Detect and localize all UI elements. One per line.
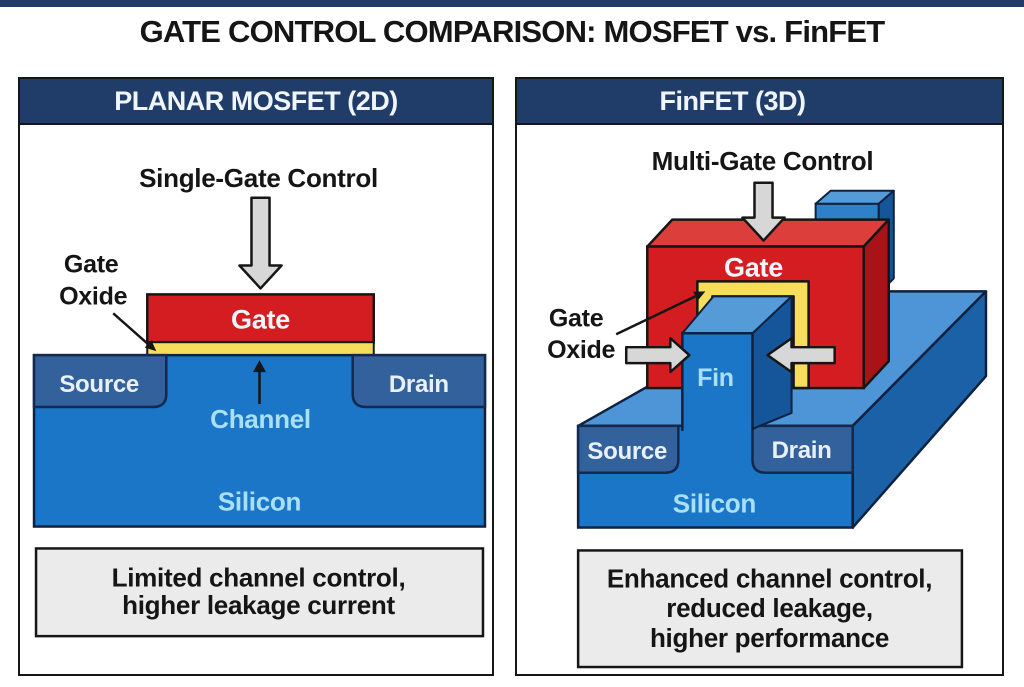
drain-label: Drain — [389, 371, 449, 398]
gate-oxide-label-line2: Oxide — [59, 282, 127, 310]
finfet-header-label: FinFET (3D) — [659, 85, 806, 116]
source-region — [576, 424, 680, 474]
planar-mosfet-panel: PLANAR MOSFET (2D) Single-Gate Control G… — [18, 77, 494, 676]
finfet-diagram: Source Drain Silicon Gate Fin Multi-Gate… — [547, 146, 988, 669]
finfet-panel: FinFET (3D) Source Drain Silicon Gate Fi… — [515, 77, 1004, 676]
down-arrow-icon — [741, 181, 786, 242]
page-title: GATE CONTROL COMPARISON: MOSFET vs. FinF… — [139, 14, 886, 49]
top-accent-bar — [0, 0, 1024, 7]
gate-oxide-pointer-head — [693, 291, 706, 301]
finfet-caption-line3: higher performance — [650, 623, 889, 653]
channel-label: Channel — [210, 404, 311, 434]
gate-oxide-label-line1: Gate — [64, 251, 119, 279]
planar-caption-line2: higher leakage current — [122, 590, 395, 620]
finfet-caption-box — [576, 549, 964, 669]
gate-oxide-pointer-icon — [112, 312, 151, 347]
planar-caption-box — [34, 547, 485, 638]
drain-label: Drain — [772, 437, 832, 464]
fin-front-face — [681, 331, 754, 431]
gate-oxide-layer — [146, 341, 375, 357]
gate-oxide-pointer-head — [144, 340, 157, 352]
down-arrow-icon — [238, 196, 283, 290]
fin-label: Fin — [697, 364, 734, 392]
right-side-arrow-icon — [766, 336, 836, 374]
gate-side-face — [862, 218, 891, 390]
finfet-caption-line2: reduced leakage, — [666, 593, 873, 623]
drain-region — [751, 424, 854, 474]
planar-caption-line1: Limited channel control, — [112, 562, 406, 592]
planar-mosfet-diagram: Single-Gate Control Gate Source Drain Ch… — [32, 163, 487, 638]
gate-electrode — [146, 293, 376, 344]
multi-gate-control-label: Multi-Gate Control — [652, 146, 874, 176]
finfet-header: FinFET (3D) — [517, 79, 1002, 125]
drain-region — [351, 353, 487, 409]
left-side-arrow-icon — [624, 336, 691, 374]
channel-arrow-head — [252, 360, 267, 373]
gate-oxide-label-line2: Oxide — [547, 336, 615, 364]
silicon-label: Silicon — [218, 487, 301, 517]
gate-oxide-pointer-icon — [615, 294, 698, 336]
gate-label: Gate — [231, 304, 290, 334]
source-label: Source — [587, 438, 667, 465]
planar-mosfet-header-label: PLANAR MOSFET (2D) — [114, 85, 398, 116]
gate-label: Gate — [724, 253, 783, 283]
source-label: Source — [59, 371, 139, 398]
planar-mosfet-header: PLANAR MOSFET (2D) — [20, 79, 492, 125]
silicon-label: Silicon — [673, 489, 756, 519]
source-region — [32, 353, 168, 409]
gate-oxide-label-line1: Gate — [549, 304, 604, 332]
single-gate-control-label: Single-Gate Control — [139, 163, 378, 193]
finfet-caption-line1: Enhanced channel control, — [607, 563, 932, 593]
